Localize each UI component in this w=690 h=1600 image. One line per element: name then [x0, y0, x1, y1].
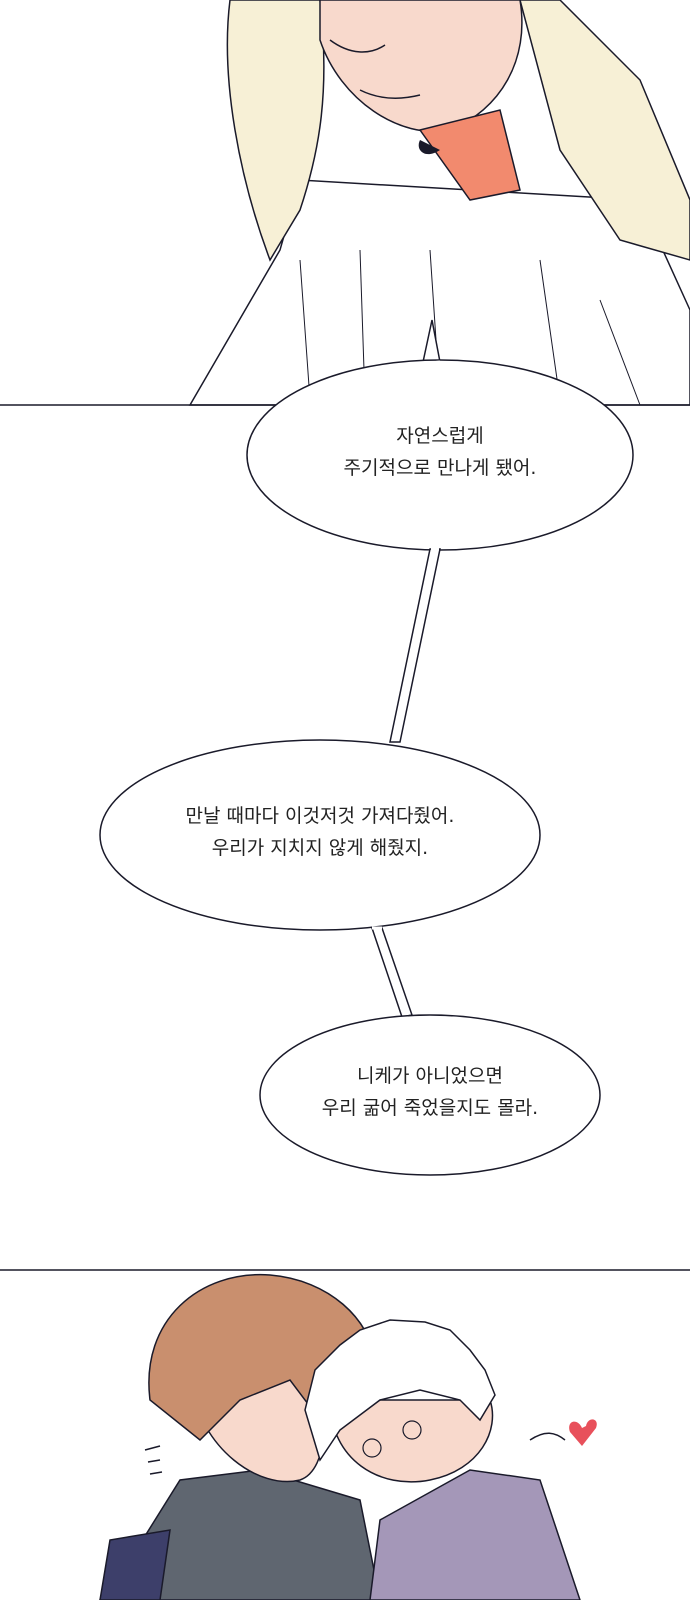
bubble-connector-1: [389, 548, 441, 743]
bubble-2-text: 만날 때마다 이것저것 가져다줬어. 우리가 지치지 않게 해줬지.: [120, 800, 520, 864]
top-panel-blonde-character: [188, 0, 690, 406]
bubble-connector-2: [370, 927, 413, 1018]
bubble-2-line-2: 우리가 지치지 않게 해줬지.: [211, 837, 429, 859]
bubble-3-line-2: 우리 굶어 죽었을지도 몰라.: [321, 1097, 539, 1119]
bubble-2-line-1: 만날 때마다 이것저것 가져다줬어.: [185, 805, 455, 827]
speech-bubble-3: [259, 1014, 601, 1176]
heart-icon: [569, 1419, 597, 1446]
bubble-1-text: 자연스럽게 주기적으로 만나게 됐어.: [305, 420, 575, 484]
bubble-3-text: 니케가 아니었으면 우리 굶어 죽었을지도 몰라.: [270, 1060, 590, 1124]
bottom-panel-hugging-characters: [99, 1273, 597, 1600]
bubble-1-line-1: 자연스럽게: [396, 425, 484, 447]
speech-bubble-2: [99, 739, 541, 931]
bubble-1-line-2: 주기적으로 만나게 됐어.: [343, 457, 537, 479]
bubble-3-line-1: 니케가 아니었으면: [357, 1065, 503, 1087]
